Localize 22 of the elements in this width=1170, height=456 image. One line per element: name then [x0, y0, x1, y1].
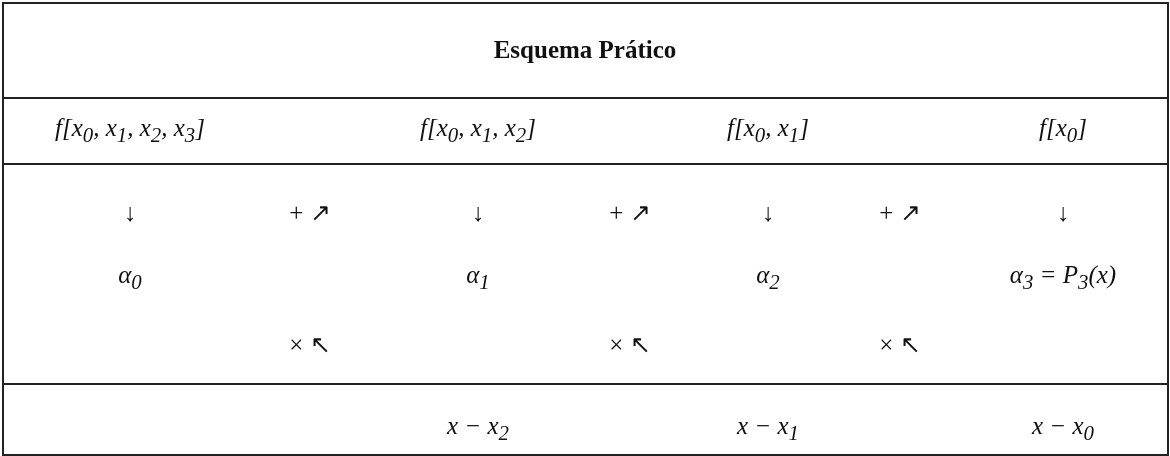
math-expression: α$_{2}$: [756, 260, 780, 294]
math-expression: x − x$_{2}$: [447, 411, 509, 445]
operator-arrow: + ↗: [609, 199, 651, 227]
math-expression: f[x$_{0}$, x$_{1}$]: [727, 113, 809, 147]
math-expression: α$_{1}$: [466, 260, 490, 294]
operator-arrow: × ↖: [289, 331, 331, 359]
operator-arrow: × ↖: [609, 331, 651, 359]
arrow-symbol: ↓: [761, 199, 775, 227]
math-expression: f[x$_{0}$]: [1039, 113, 1087, 147]
math-expression: f[x$_{0}$, x$_{1}$, x$_{2}$, x$_{3}$]: [55, 113, 205, 147]
arrow-symbol: ↓: [123, 199, 137, 227]
math-expression: x − x$_{0}$: [1032, 411, 1094, 445]
math-expression: α$_{0}$: [118, 260, 142, 294]
operator-arrow: + ↗: [289, 199, 331, 227]
operator-arrow: + ↗: [879, 199, 921, 227]
arrow-symbol: ↓: [1056, 199, 1070, 227]
math-expression: x − x$_{1}$: [737, 411, 799, 445]
math-expression: f[x$_{0}$, x$_{1}$, x$_{2}$]: [420, 113, 536, 147]
operator-arrow: × ↖: [879, 331, 921, 359]
arrow-symbol: ↓: [471, 199, 485, 227]
math-expression: α$_{3}$ = P$_{3}$(x): [1009, 260, 1117, 294]
table-title: Esquema Prático: [493, 36, 677, 64]
